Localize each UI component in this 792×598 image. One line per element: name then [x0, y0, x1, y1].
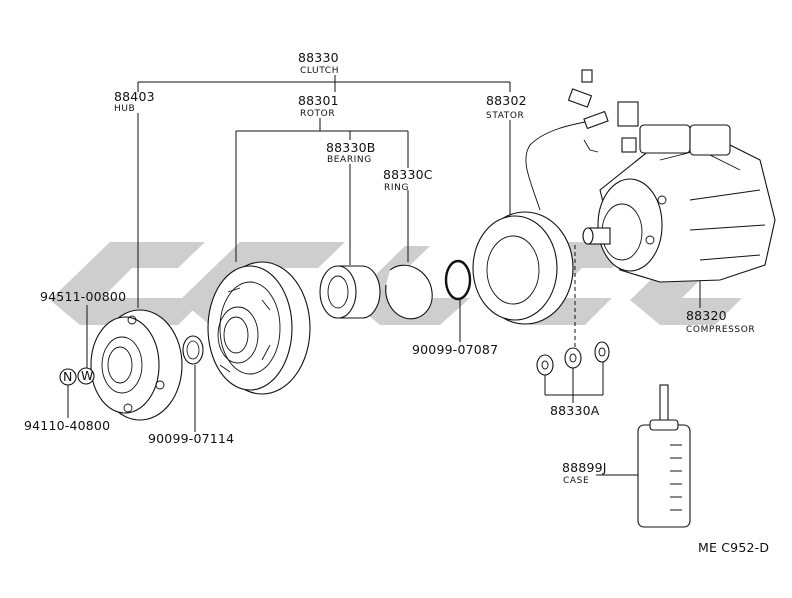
compressor-name: COMPRESSOR: [686, 325, 755, 335]
stator-part[interactable]: [472, 110, 609, 325]
nut-number: 94110-40800: [24, 418, 110, 433]
rotor-part[interactable]: [207, 261, 311, 395]
ring-name: RING: [384, 183, 409, 193]
ring-part[interactable]: [385, 264, 433, 320]
shims-number: 88330A: [550, 403, 600, 418]
hub-part[interactable]: [90, 309, 183, 421]
snap-ring-stator-number: 90099-07087: [412, 342, 498, 357]
snap-ring-stator-part[interactable]: [444, 259, 472, 301]
hub-number: 88403: [114, 89, 155, 104]
nut-washer-part[interactable]: N W: [59, 367, 95, 386]
svg-text:W: W: [81, 368, 94, 383]
compressor-part[interactable]: [582, 124, 776, 283]
ring-number: 88330C: [383, 167, 433, 182]
svg-text:N: N: [63, 369, 73, 384]
labels: 88330 CLUTCH 88403 HUB 88301 ROTOR 88302…: [24, 50, 769, 555]
stator-number: 88302: [486, 93, 527, 108]
fitting-parts: [567, 69, 639, 153]
clutch-name: CLUTCH: [300, 66, 339, 76]
bearing-part[interactable]: [319, 265, 381, 319]
bearing-name: BEARING: [327, 155, 372, 165]
snap-ring-rotor-number: 90099-07114: [148, 431, 234, 446]
case-number: 88899J: [562, 460, 607, 475]
snap-ring-rotor-part[interactable]: [182, 335, 204, 365]
shims-part[interactable]: [536, 341, 610, 376]
rotor-number: 88301: [298, 93, 339, 108]
clutch-number: 88330: [298, 50, 339, 65]
stator-name: STATOR: [486, 111, 524, 121]
bolt-number: 94511-00800: [40, 289, 126, 304]
compressor-number: 88320: [686, 308, 727, 323]
bracket-lines: [67, 75, 701, 476]
rotor-name: ROTOR: [300, 109, 335, 119]
bearing-number: 88330B: [326, 140, 376, 155]
case-name: CASE: [563, 476, 589, 486]
oil-case-part[interactable]: [637, 384, 691, 528]
hub-name: HUB: [114, 104, 135, 114]
figure-code: ME C952-D: [698, 540, 769, 555]
